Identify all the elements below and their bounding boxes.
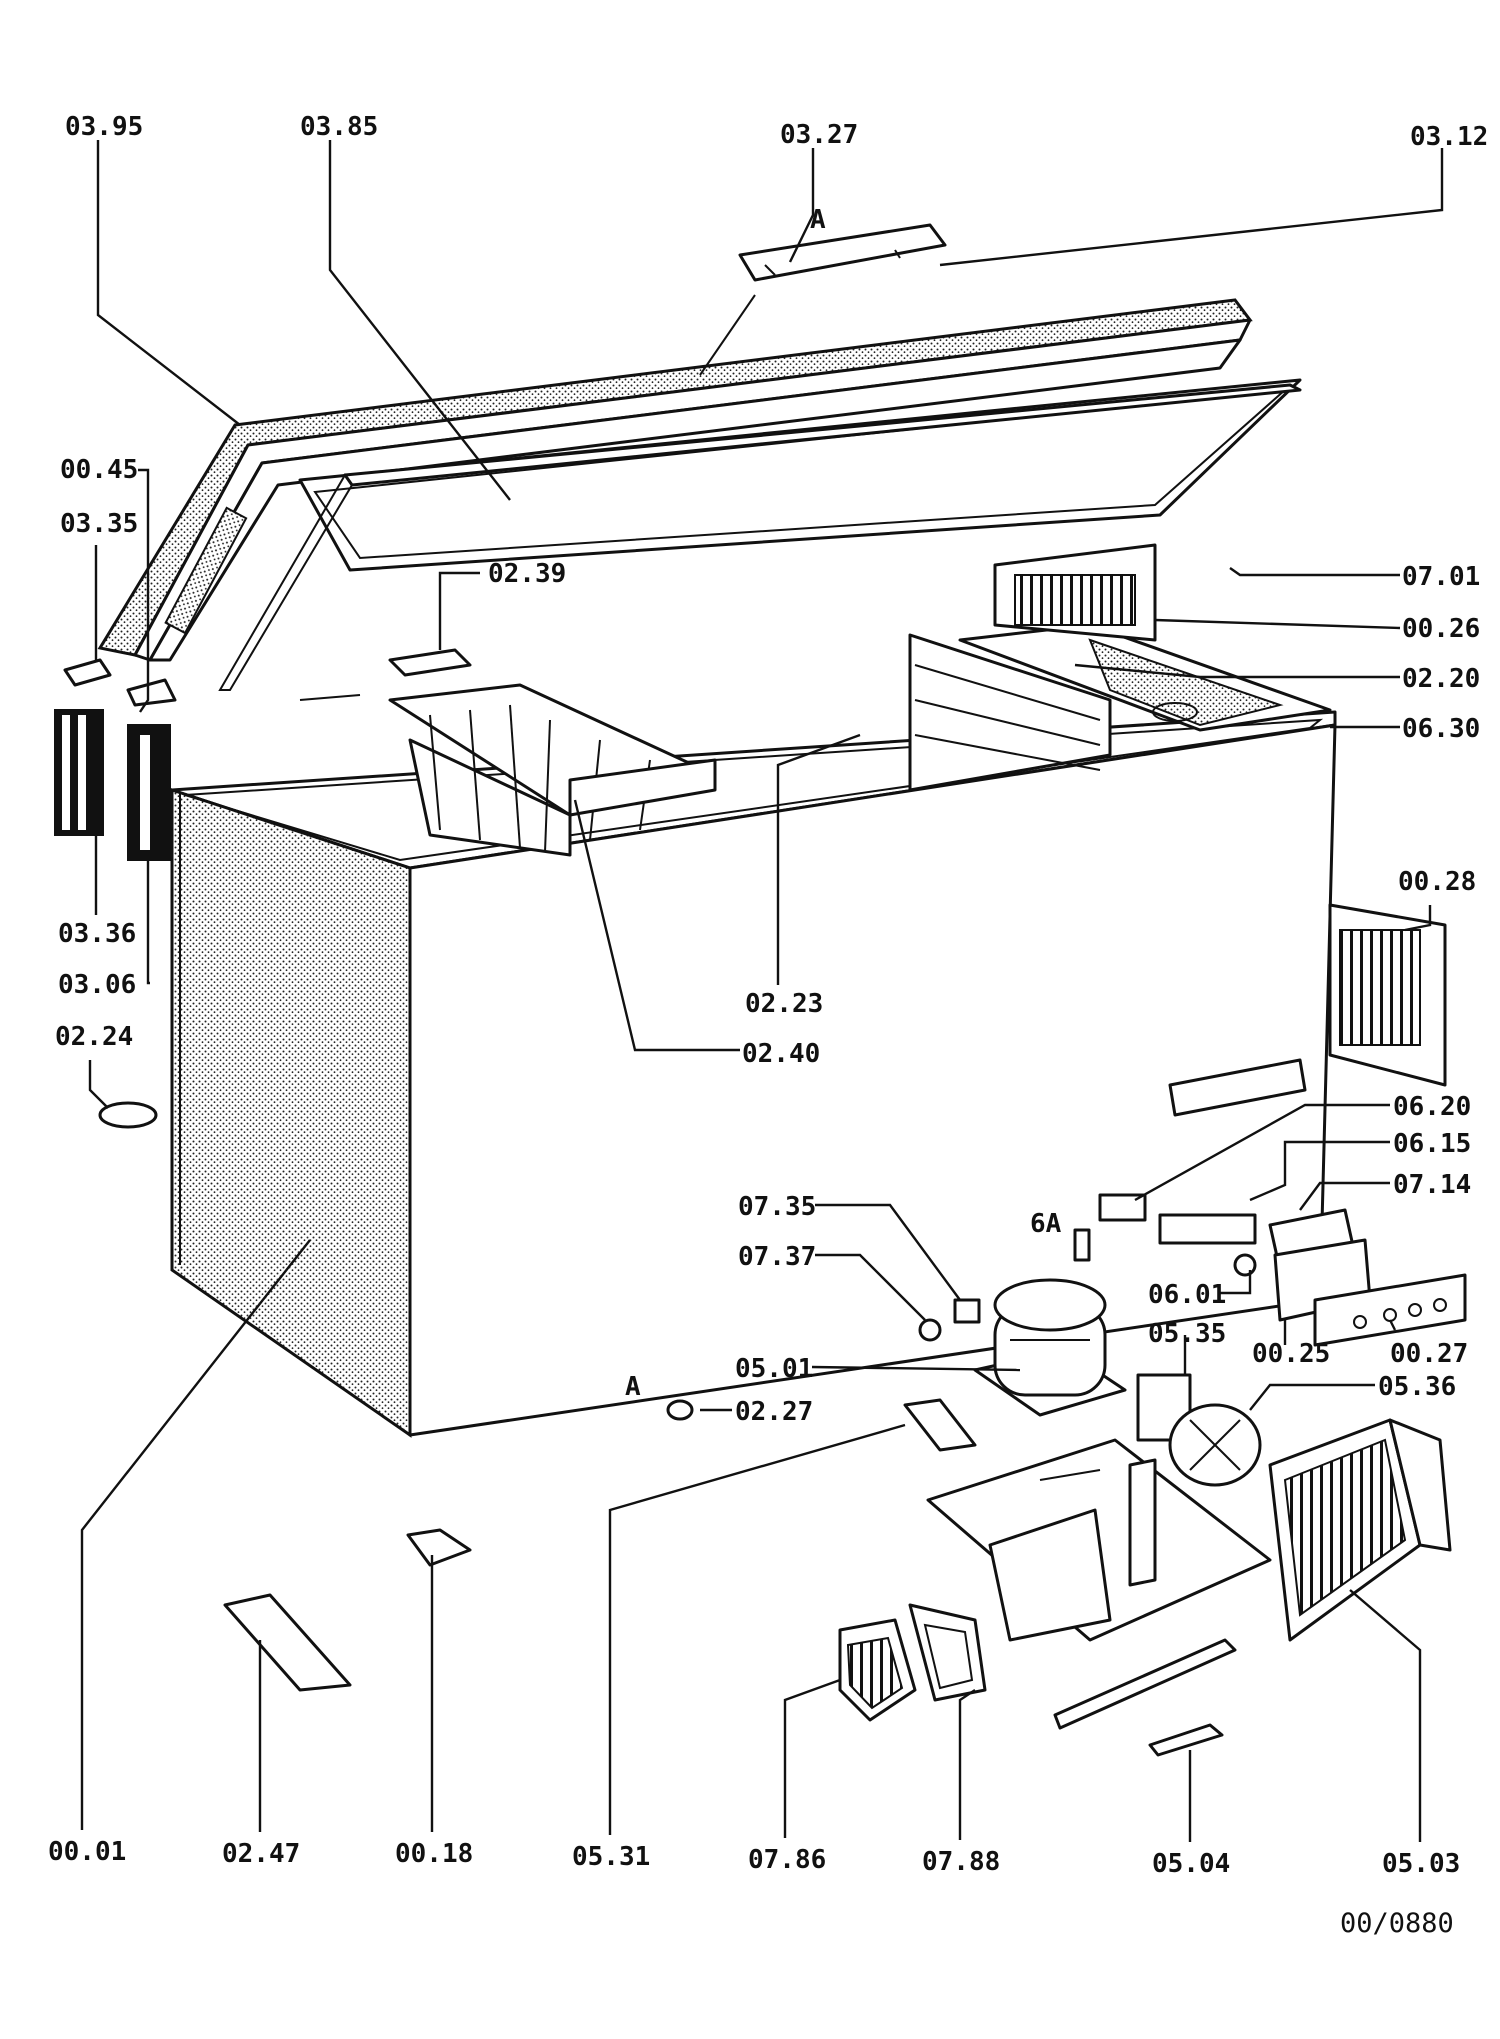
relay-parts xyxy=(918,1298,981,1342)
label-00-01: 00.01 xyxy=(48,1837,126,1867)
label-02-40: 02.40 xyxy=(742,1039,820,1069)
label-07-37: 07.37 xyxy=(738,1242,816,1272)
label-03-06: 03.06 xyxy=(58,970,136,1000)
label-00-27: 00.27 xyxy=(1390,1339,1468,1369)
label-07-88: 07.88 xyxy=(922,1847,1000,1877)
label-00-25: 00.25 xyxy=(1252,1339,1330,1369)
label-07-14: 07.14 xyxy=(1393,1170,1471,1200)
label-00-26: 00.26 xyxy=(1402,614,1480,644)
screw-part xyxy=(666,1399,694,1421)
fan-motor-part xyxy=(1136,1373,1262,1487)
wire-basket xyxy=(388,683,717,857)
label-05-31: 05.31 xyxy=(572,1842,650,1872)
marker-a-top: A xyxy=(810,205,826,235)
label-00-18: 00.18 xyxy=(395,1839,473,1869)
label-06-01: 06.01 xyxy=(1148,1280,1226,1310)
label-03-35: 03.35 xyxy=(60,509,138,539)
label-06-15: 06.15 xyxy=(1393,1129,1471,1159)
basket-hanger-part xyxy=(388,648,472,677)
thermostat-cover-part xyxy=(1168,1058,1307,1117)
drain-plug-part xyxy=(98,1101,158,1129)
label-02-20: 02.20 xyxy=(1402,664,1480,694)
hinge-parts xyxy=(54,658,177,861)
freezer-cabinet xyxy=(170,710,1337,1438)
label-02-39: 02.39 xyxy=(488,559,566,589)
rear-grille-part xyxy=(1328,903,1447,1087)
lid-inner-gasket xyxy=(218,383,1302,701)
control-parts xyxy=(1073,1193,1467,1347)
label-03-27: 03.27 xyxy=(780,120,858,150)
lid-handle-part xyxy=(738,223,947,282)
marker-a-bottom: A xyxy=(625,1372,641,1402)
label-06-30: 06.30 xyxy=(1402,714,1480,744)
label-03-12: 03.12 xyxy=(1410,122,1488,152)
label-02-24: 02.24 xyxy=(55,1022,133,1052)
label-03-95: 03.95 xyxy=(65,112,143,142)
label-02-23: 02.23 xyxy=(745,989,823,1019)
freezer-lid xyxy=(97,294,1302,662)
label-02-47: 02.47 xyxy=(222,1839,300,1869)
label-05-04: 05.04 xyxy=(1152,1849,1230,1879)
drawing-reference-number: 00/0880 xyxy=(1340,1908,1454,1939)
label-07-86: 07.86 xyxy=(748,1845,826,1875)
label-00-28: 00.28 xyxy=(1398,867,1476,897)
mounting-rails xyxy=(1053,1638,1237,1757)
label-05-36: 05.36 xyxy=(1378,1372,1456,1402)
feet-parts xyxy=(223,1528,472,1692)
label-03-36: 03.36 xyxy=(58,919,136,949)
label-03-85: 03.85 xyxy=(300,112,378,142)
label-07-01: 07.01 xyxy=(1402,562,1480,592)
condenser-part xyxy=(1268,1418,1452,1642)
label-06-20: 06.20 xyxy=(1393,1092,1471,1122)
label-02-27: 02.27 xyxy=(735,1397,813,1427)
part-labels: 03.95 03.85 03.27 03.12 00.45 03.35 02.3… xyxy=(48,112,1488,1939)
label-07-35: 07.35 xyxy=(738,1192,816,1222)
label-00-45: 00.45 xyxy=(60,455,138,485)
label-05-35: 05.35 xyxy=(1148,1319,1226,1349)
base-plate xyxy=(903,1398,1272,1642)
starter-parts xyxy=(838,1603,987,1722)
label-05-03: 05.03 xyxy=(1382,1849,1460,1879)
compressor-part xyxy=(973,1278,1127,1417)
marker-6a: 6A xyxy=(1030,1209,1062,1239)
leader-lines xyxy=(80,140,1444,1842)
cabinet-divider xyxy=(908,623,1332,792)
label-05-01: 05.01 xyxy=(735,1354,813,1384)
top-grille-part xyxy=(993,543,1157,642)
